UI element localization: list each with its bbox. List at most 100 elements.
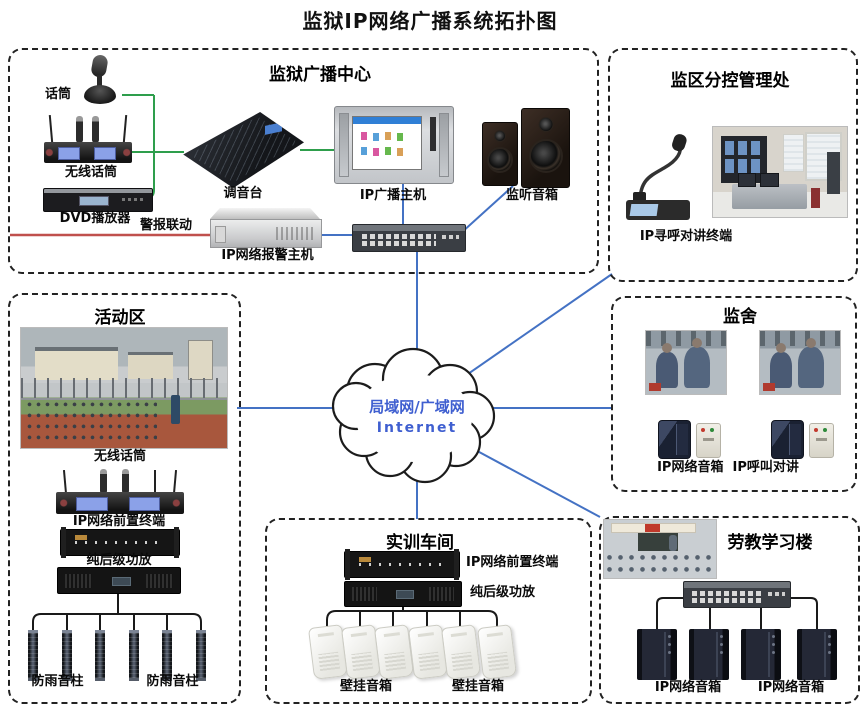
ip-alarm-host	[210, 208, 322, 248]
switch-ports	[361, 241, 436, 247]
woofer	[487, 147, 513, 173]
ip-paging-terminal	[618, 128, 714, 224]
column-speaker	[196, 630, 206, 681]
blue-network-lines	[237, 181, 613, 519]
wall-speaker	[440, 624, 482, 680]
zone-workshop	[265, 518, 592, 704]
handheld-mic	[92, 116, 99, 143]
activity-wireless-mic-label: 无线话筒	[93, 449, 146, 464]
workshop-front-terminal	[344, 549, 460, 580]
amp-display	[396, 590, 415, 600]
inmate-figure	[769, 352, 792, 388]
ip-tower-speaker	[797, 629, 837, 680]
ceiling-pipes	[646, 331, 726, 347]
wall-speaker	[476, 624, 518, 680]
officer-figure	[171, 395, 180, 424]
host-drive-slot	[430, 117, 436, 151]
handheld-mic	[100, 469, 107, 494]
internet-cloud	[331, 347, 496, 484]
host-screen-titlebar	[353, 117, 421, 124]
console-monitor	[737, 173, 757, 188]
cells-title: 监舍	[723, 307, 757, 327]
host-screen-icons	[361, 132, 367, 140]
cells-intercom-label: IP呼叫对讲	[732, 460, 799, 475]
control-room-photo	[712, 126, 848, 218]
zone-activity	[8, 293, 241, 704]
handheld-mic	[76, 116, 83, 143]
building	[35, 347, 118, 380]
activity-wireless-receiver	[56, 464, 184, 514]
switch-ports	[692, 597, 763, 603]
alarm-host-label: IP网络报警主机	[221, 248, 314, 263]
antenna	[62, 469, 68, 495]
learning-speaker-label-right: IP网络音箱	[757, 680, 825, 695]
building	[128, 352, 174, 379]
wireless-mic-label: 无线话筒	[64, 165, 117, 180]
alarm-link-label: 警报联动	[139, 218, 192, 233]
column-speaker	[62, 630, 72, 681]
wall-speaker-label-left: 壁挂音箱	[339, 679, 392, 694]
subcontrol-title: 监区分控管理处	[670, 71, 790, 91]
desk-microphone	[78, 53, 124, 107]
antenna	[154, 470, 156, 494]
chair	[810, 188, 821, 208]
core-network-switch	[352, 224, 466, 252]
cloud-label: 局域网/广域网 Internet	[347, 396, 487, 436]
mixing-console-surface	[183, 112, 304, 188]
learning-title: 劳教学习楼	[727, 533, 813, 553]
cells-speaker-label: IP网络音箱	[657, 460, 724, 475]
ip-call-intercom	[809, 423, 834, 458]
blackboard	[637, 533, 678, 551]
black-speaker-wiring	[32, 592, 818, 631]
switch-uplink-ports	[767, 592, 785, 596]
desk-microphone-stem	[97, 75, 102, 89]
device-leds	[358, 562, 444, 566]
desk-microphone-base	[84, 85, 116, 104]
dvd-player	[43, 188, 153, 212]
zone-subcontrol	[608, 48, 858, 282]
cell-photo-right	[759, 330, 841, 395]
inmate-crowd	[25, 400, 157, 444]
device-logo	[358, 556, 371, 562]
alarm-host-top	[210, 208, 320, 219]
teacher-figure	[668, 535, 677, 552]
receiver-unit	[44, 142, 132, 163]
device-logo	[75, 534, 88, 540]
ip-tower-speaker	[741, 629, 781, 680]
equipment-cabinet	[826, 152, 841, 194]
ip-broadcast-host	[334, 106, 454, 184]
alarm-host-body	[210, 219, 322, 248]
mixer-label: 调音台	[223, 186, 263, 201]
switch-uplink-ports	[441, 235, 460, 240]
activity-front-terminal	[60, 527, 180, 558]
console-desk	[731, 173, 807, 209]
learning-speaker-label-left: IP网络音箱	[654, 680, 722, 695]
zone-learning	[599, 516, 860, 704]
fence	[21, 378, 227, 400]
switch-ports	[692, 590, 763, 596]
column-speaker	[95, 630, 105, 681]
antenna	[172, 469, 178, 495]
broadcast-center-title: 监狱广播中心	[269, 65, 371, 85]
ip-network-speaker	[771, 420, 804, 459]
workshop-front-terminal-label: IP网络前置终端	[466, 555, 559, 570]
ceiling-pipes	[760, 331, 840, 347]
ip-host-label: IP广播主机	[359, 188, 427, 203]
cctv-screens	[724, 159, 763, 174]
tweeter	[538, 117, 553, 132]
workshop-amplifier	[344, 581, 462, 607]
zone-cells	[611, 296, 857, 492]
watchtower	[187, 340, 213, 381]
column-speaker	[28, 630, 38, 681]
monitor-speaker-right	[521, 108, 570, 188]
window	[783, 134, 805, 173]
wall-speaker-label-right: 壁挂音箱	[451, 679, 504, 694]
gooseneck-mic	[626, 134, 690, 220]
handheld-mic	[122, 469, 129, 494]
cloud-internet-text: Internet	[376, 420, 458, 436]
activity-amplifier	[57, 567, 181, 594]
page-title: 监狱IP网络广播系统拓扑图	[302, 9, 558, 33]
mixing-console	[182, 112, 304, 188]
antenna	[122, 114, 128, 144]
